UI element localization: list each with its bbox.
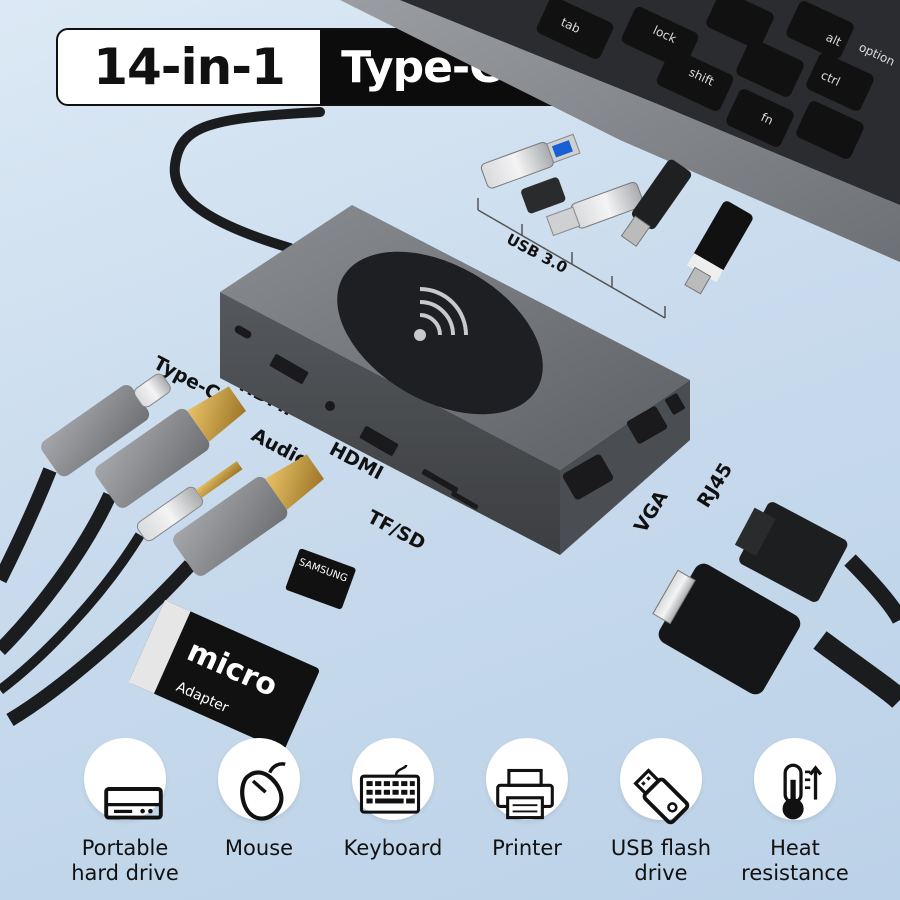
svg-text:shift: shift <box>687 65 717 89</box>
feature-icon-circle <box>84 738 166 820</box>
port-label-tf-sd: TF/SD <box>363 506 430 555</box>
svg-text:option: option <box>857 40 897 69</box>
dock-ports <box>234 325 685 510</box>
port-label-type-c: Type-C <box>149 352 224 405</box>
feature-keyboard: Keyboard <box>328 738 458 888</box>
feature-label: Mouse <box>224 836 294 860</box>
feature-icon-circle <box>486 738 568 820</box>
tf-card: SAMSUNG <box>285 548 356 610</box>
sd-adapter: micro Adapter <box>128 600 320 751</box>
port-label-rj45: RJ45 <box>693 459 738 512</box>
sd-adapter-sub: Adapter <box>174 679 231 716</box>
svg-text:ctrl: ctrl <box>819 68 843 89</box>
dock-body <box>220 205 690 555</box>
feature-mouse: Mouse <box>194 738 324 888</box>
usb-drives <box>480 133 753 295</box>
port-label-hdmi-2: HDMI <box>325 438 387 485</box>
title-count: 14-in-1 <box>93 38 286 96</box>
port-label-vga: VGA <box>630 486 673 537</box>
svg-text:fn: fn <box>759 110 776 128</box>
port-label-usb3: USB 3.0 <box>503 230 571 277</box>
feature-icon-circle <box>352 738 434 820</box>
feature-label: Keyboard <box>343 836 443 860</box>
right-cables <box>652 502 900 709</box>
usb3-bracket <box>477 198 666 319</box>
wireless-charging-icon <box>414 287 468 341</box>
feature-icon-circle <box>620 738 702 820</box>
svg-text:alt: alt <box>824 30 844 49</box>
title-banner: 14-in-1 Type-C Dock <box>56 28 656 106</box>
feature-label: Printer <box>492 836 562 860</box>
port-label-audio: Audio <box>247 424 313 473</box>
feature-icon-circle <box>218 738 300 820</box>
tf-card-brand: SAMSUNG <box>297 557 349 585</box>
title-product: Type-C Dock <box>320 30 654 104</box>
feature-printer: Printer <box>462 738 592 888</box>
sd-adapter-brand: micro <box>182 634 283 705</box>
dock-cable <box>169 107 325 253</box>
feature-icon-circle <box>754 738 836 820</box>
port-label-hdmi-1: HDMI <box>235 374 297 421</box>
